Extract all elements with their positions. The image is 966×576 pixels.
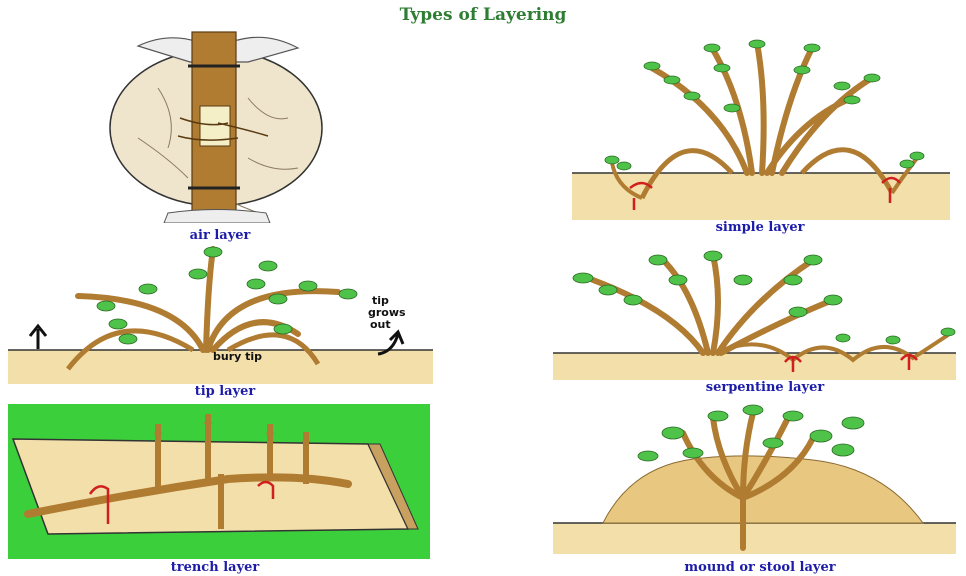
tip-layer-illustration: tip grows out bury tip — [8, 244, 433, 384]
tip-layer-caption: tip layer — [170, 384, 280, 399]
trench-layer-caption: trench layer — [150, 560, 280, 575]
soil — [553, 523, 956, 554]
trench-layer-illustration — [8, 404, 430, 559]
page-title: Types of Layering — [0, 5, 966, 25]
mound-layer-caption: mound or stool layer — [640, 560, 880, 575]
mound-layer-illustration — [553, 398, 958, 556]
air-layer-illustration — [98, 28, 338, 223]
simple-layer-illustration — [572, 38, 952, 222]
soil — [572, 173, 950, 220]
simple-layer-caption: simple layer — [690, 220, 830, 235]
soil — [553, 353, 956, 380]
air-layer-caption: air layer — [160, 228, 280, 243]
serpentine-layer-caption: serpentine layer — [670, 380, 860, 395]
tip-grows-label-3: out — [370, 318, 391, 331]
bury-tip-label: bury tip — [213, 350, 262, 363]
serpentine-layer-illustration — [553, 250, 958, 382]
